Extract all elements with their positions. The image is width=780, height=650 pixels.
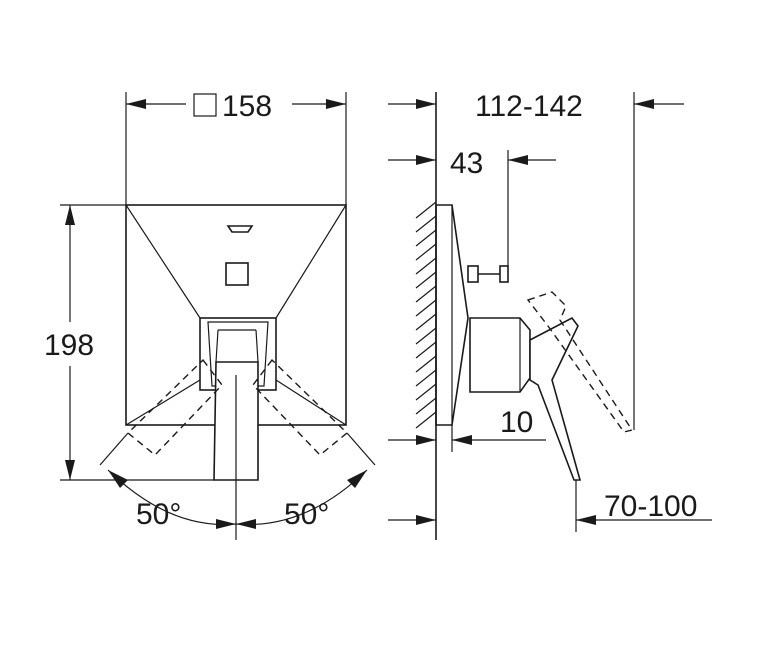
logo-mark	[226, 225, 254, 233]
width-label: 158	[222, 90, 272, 123]
angle-left-label: 50°	[136, 498, 181, 531]
angle-dimensions: 50° 50°	[99, 432, 376, 540]
side-view	[415, 92, 634, 540]
handle-range-dimension: 70-100	[388, 480, 712, 532]
handle-rotated-right	[252, 358, 349, 456]
handle-range-label: 70-100	[604, 490, 697, 523]
depth-range-label: 112-142	[475, 90, 583, 123]
angle-right-label: 50°	[284, 498, 329, 531]
lever-side	[529, 316, 582, 481]
diverter-button	[225, 262, 249, 286]
depth-dimension: 112-142	[388, 90, 684, 430]
plate-profile	[435, 204, 469, 426]
width-dimension: 158	[125, 90, 347, 205]
front-view	[125, 204, 349, 481]
handle-rotated-left	[126, 358, 223, 456]
lever-raised-dashed	[526, 291, 634, 433]
square-symbol-icon	[193, 93, 217, 117]
offset-label: 43	[450, 147, 483, 180]
offset-dimension: 43	[388, 147, 556, 266]
wall-dimension: 10	[388, 406, 546, 452]
height-label: 198	[44, 329, 94, 362]
wall-label: 10	[500, 406, 533, 439]
handle-body-side	[469, 317, 531, 393]
wall-hatching	[415, 201, 437, 429]
height-dimension: 198	[44, 204, 214, 481]
